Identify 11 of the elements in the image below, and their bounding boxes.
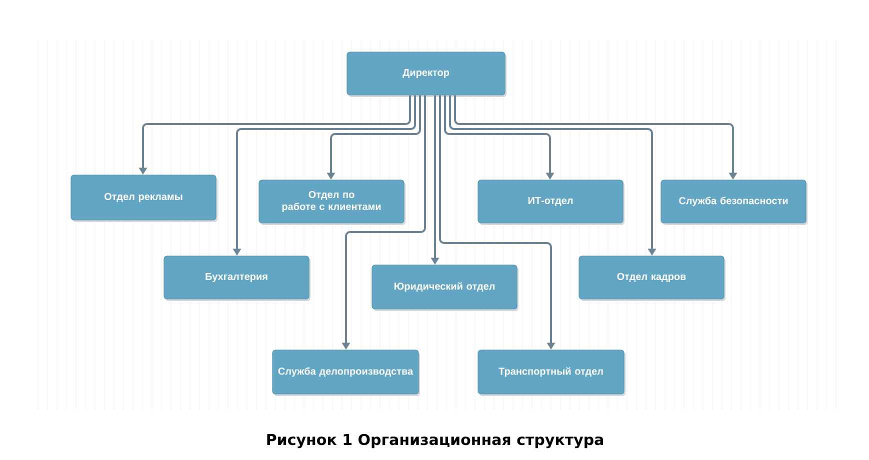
figure-caption: Рисунок 1 Организационная структура [267,434,604,448]
department-box: Служба делопроизводства [272,350,420,396]
department-box: Транспортный отдел [478,350,626,396]
department-box: Директор [346,52,506,97]
department-box: Служба безопасности [660,180,808,225]
department-box: Юридический отдел [372,264,518,311]
department-box: Бухгалтерия [164,256,310,301]
department-box: Отдел по работе с клиентами [258,180,406,225]
department-box: ИТ-отдел [478,180,624,225]
department-box: Отдел рекламы [70,174,218,222]
department-box: Отдел кадров [578,256,726,301]
